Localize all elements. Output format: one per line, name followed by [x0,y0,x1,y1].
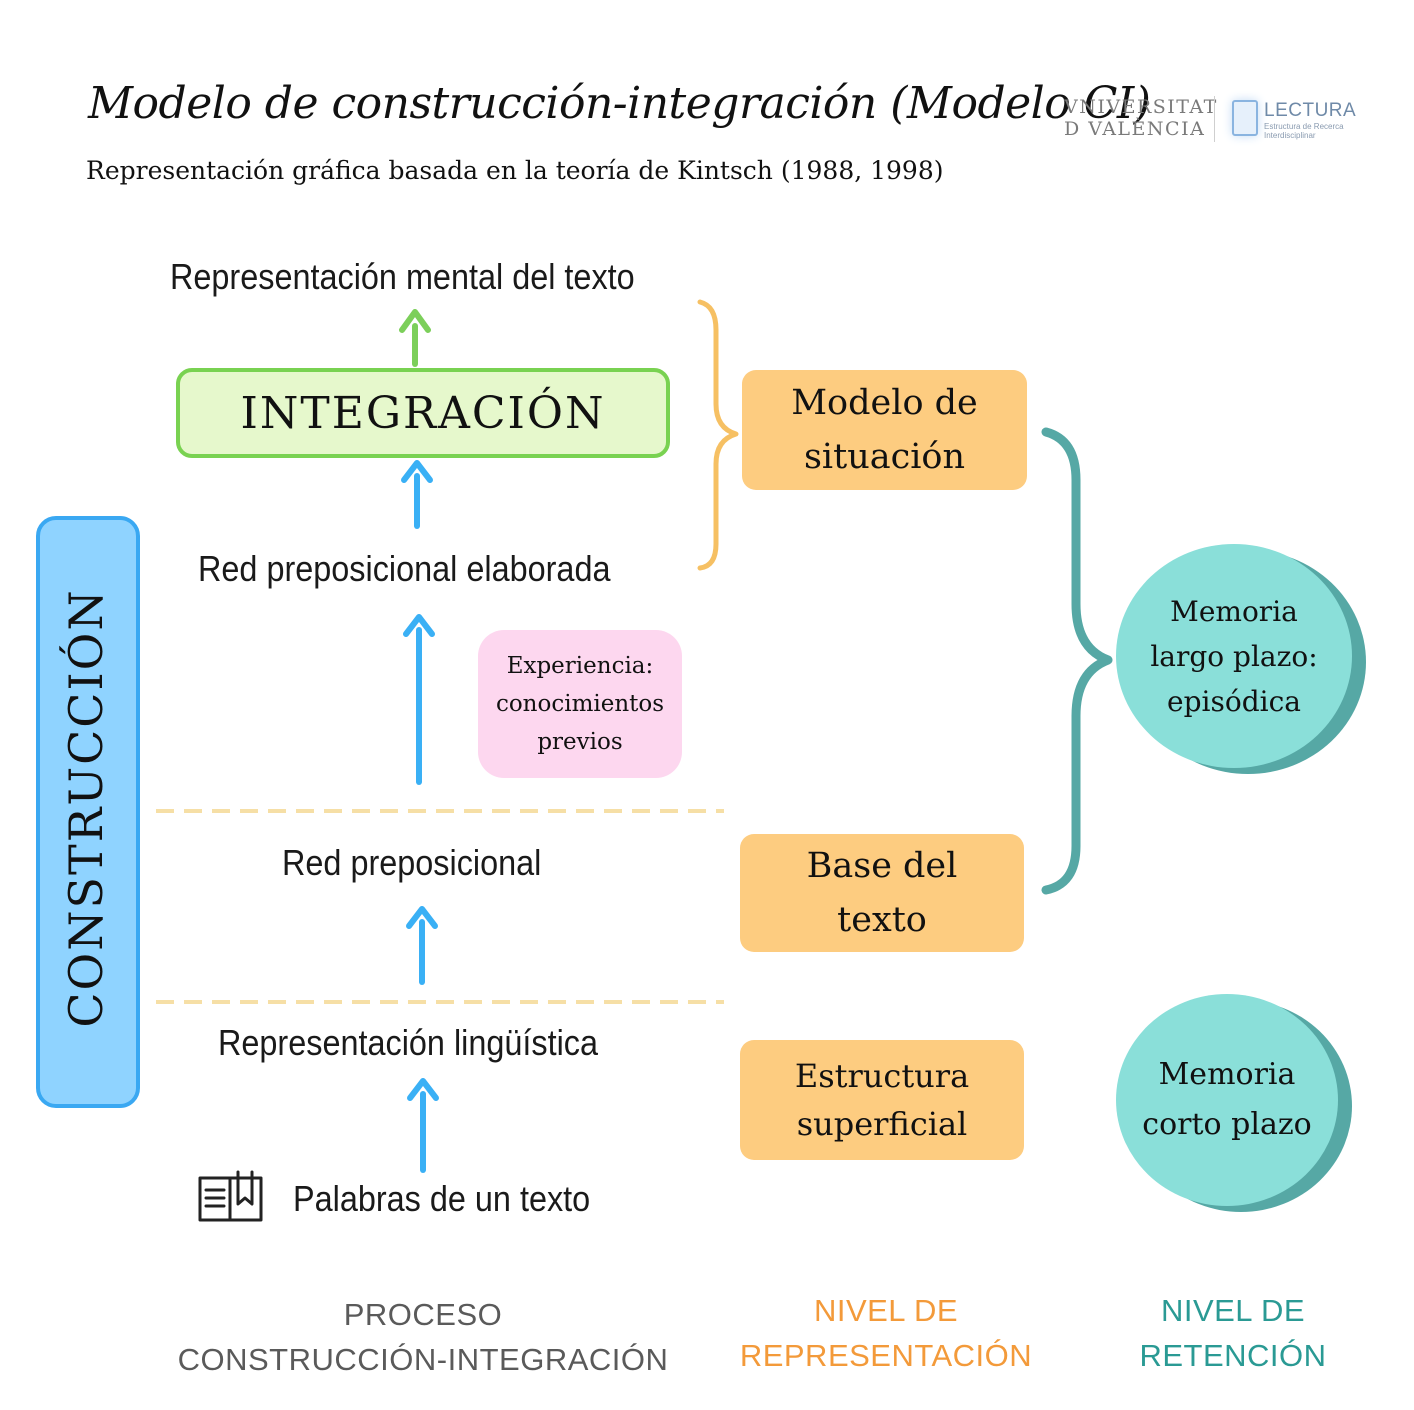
universitat-valencia-logo: VNIVERSITAT D VALÈNCIA [1064,96,1218,140]
universitat-logo-line1: VNIVERSITAT [1064,96,1218,118]
situation-model-line-2: situación [803,437,966,477]
footer-process-line-1: PROCESO [343,1297,503,1332]
linguistic-representation-label: Representación lingüística [218,1022,599,1063]
footer-retention-line-2: RETENCIÓN [1139,1338,1327,1373]
arrow-blue-integration [401,460,433,529]
arrow-green-top [399,309,431,367]
footer-representation-line-1: NIVEL DE [813,1293,959,1328]
elaborated-network-label: Red preposicional elaborada [198,548,611,589]
long-term-memory-line-3: episódica [1167,684,1301,718]
arrow-blue-red [406,906,438,985]
page-subtitle: Representación gráfica basada en la teor… [86,156,944,185]
surface-structure-line-2: superficial [796,1105,968,1143]
footer-retention-label: NIVEL DE RETENCIÓN [1108,1288,1358,1378]
arrow-blue-linguistic [407,1078,439,1173]
lectura-logo-icon [1232,100,1258,136]
short-term-memory-circle: Memoria corto plazo [1116,994,1338,1206]
text-words-label: Palabras de un texto [293,1178,591,1219]
situation-model-box: Modelo de situación [742,370,1027,490]
propositional-network-label: Red preposicional [282,842,542,883]
universitat-logo-line2: D VALÈNCIA [1064,118,1206,140]
text-base-box: Base del texto [740,834,1024,952]
text-base-line-1: Base del [806,846,958,886]
open-book-icon [198,1170,263,1222]
footer-retention-line-1: NIVEL DE [1160,1293,1306,1328]
footer-representation-label: NIVEL DE REPRESENTACIÓN [716,1288,1056,1378]
long-term-memory-line-1: Memoria [1170,594,1298,628]
mental-representation-label: Representación mental del texto [170,256,635,297]
lectura-logo-title: LECTURA [1264,100,1357,121]
experience-box: Experiencia: conocimientos previos [478,630,682,778]
long-term-memory-line-2: largo plazo: [1150,639,1318,673]
experience-line-3: previos [537,729,623,755]
construction-bar [36,516,140,1108]
experience-line-1: Experiencia: [506,653,654,679]
brace-orange [697,299,739,571]
integration-label: INTEGRACIÓN [240,387,606,439]
experience-line-2: conocimientos [495,691,665,717]
footer-representation-line-2: REPRESENTACIÓN [739,1338,1033,1373]
surface-structure-box: Estructura superficial [740,1040,1024,1160]
integration-box: INTEGRACIÓN [176,368,670,458]
page-title: Modelo de construcción-integración (Mode… [88,78,1151,129]
lectura-logo-subtitle: Estructura de Recerca Interdisciplinar [1264,122,1344,140]
logo-separator [1214,96,1215,142]
footer-process-label: PROCESO CONSTRUCCIÓN-INTEGRACIÓN [150,1292,696,1382]
short-term-memory-line-1: Memoria [1158,1057,1296,1092]
long-term-memory-circle: Memoria largo plazo: episódica [1116,544,1352,768]
brace-teal [1041,427,1113,895]
arrow-blue-elaborada [403,614,435,785]
surface-structure-line-1: Estructura [794,1057,970,1095]
situation-model-line-1: Modelo de [791,383,978,423]
short-term-memory-line-2: corto plazo [1142,1107,1312,1142]
text-base-line-2: texto [837,900,927,940]
construction-label: CONSTRUCCIÓN [59,588,113,1028]
footer-process-line-2: CONSTRUCCIÓN-INTEGRACIÓN [177,1342,669,1377]
